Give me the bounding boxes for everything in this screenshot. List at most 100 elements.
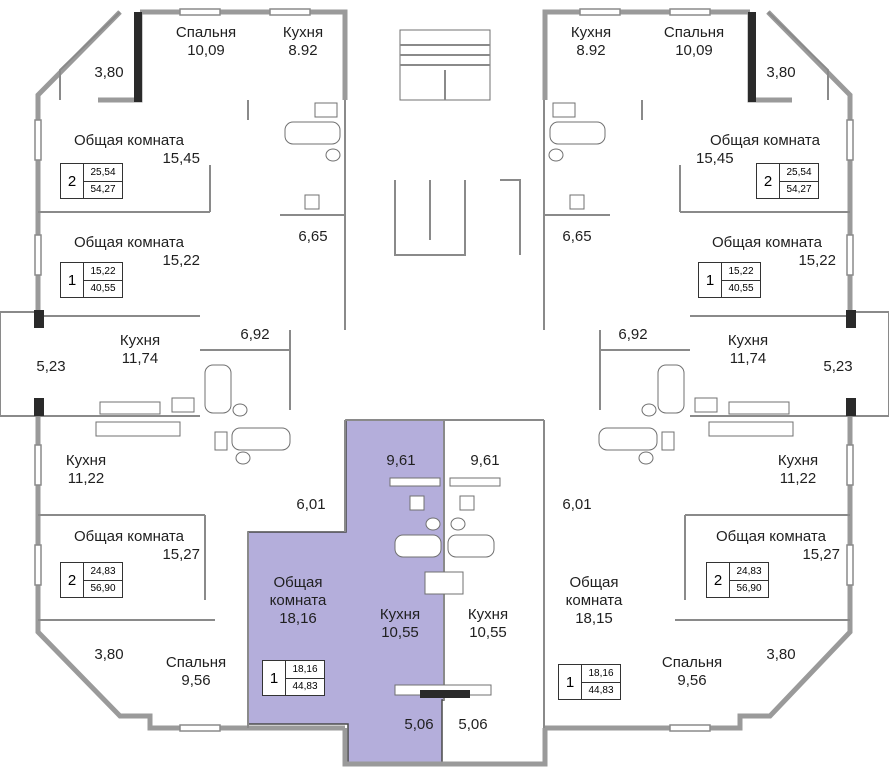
- balcony-br: 3,80: [766, 646, 796, 663]
- room-c-kukhnya-r: Кухня 10,55: [452, 606, 524, 642]
- badge-living: 25,54: [90, 166, 116, 178]
- room-l2-obshchaya: Общая комната 15,22: [54, 234, 204, 270]
- apartment-badge-r1[interactable]: 2 25,54 54,27: [756, 163, 819, 199]
- badge-total: 56,90: [730, 579, 768, 598]
- room-l4-kukhnya: Кухня 11,22: [50, 452, 122, 488]
- room-br-spalnya: Спальня 9,56: [646, 654, 738, 690]
- room-name: Спальня: [661, 654, 723, 671]
- room-area: 8.92: [288, 42, 318, 59]
- badge-rooms: 1: [61, 263, 84, 297]
- room-c-obshchaya-l: Общая комната 18,16: [256, 574, 340, 628]
- room-tr-spalnya: Спальня 10,09: [648, 24, 740, 60]
- room-name: комната: [269, 592, 327, 609]
- hall-c-l: 9,61: [386, 452, 416, 469]
- room-area: 10,09: [675, 42, 713, 59]
- room-tr-kukhnya: Кухня 8.92: [556, 24, 626, 60]
- room-c-obshchaya-r: Общая комната 18,15: [552, 574, 636, 628]
- room-area: 11,74: [121, 350, 159, 367]
- room-area: 15,27: [802, 546, 840, 563]
- room-r4-kukhnya: Кухня 11,22: [762, 452, 834, 488]
- room-area: 10,55: [469, 624, 507, 641]
- room-name: Спальня: [663, 24, 725, 41]
- badge-rooms: 1: [263, 661, 286, 695]
- room-name: Кухня: [570, 24, 612, 41]
- room-area: 10,09: [187, 42, 225, 59]
- apartment-badge-l2[interactable]: 1 15,22 40,55: [60, 262, 123, 298]
- room-name: Общая комната: [74, 234, 184, 251]
- room-name: Кухня: [727, 332, 769, 349]
- room-area: 10,55: [381, 624, 419, 641]
- balcony-tl: 3,80: [94, 64, 124, 81]
- badge-total: 44,83: [582, 681, 620, 700]
- room-name: комната: [565, 592, 623, 609]
- room-area: 15,22: [162, 252, 200, 269]
- badge-living: 24,83: [736, 565, 762, 577]
- balcony-tr: 3,80: [766, 64, 796, 81]
- badge-total: 40,55: [722, 279, 760, 298]
- hall-l-a: 6,65: [298, 228, 328, 245]
- room-area: 18,16: [279, 610, 317, 627]
- room-area: 11,74: [729, 350, 767, 367]
- wall-stubs: [34, 12, 856, 698]
- badge-rooms: 1: [699, 263, 722, 297]
- room-area: 9,56: [181, 672, 211, 689]
- room-bl-spalnya: Спальня 9,56: [150, 654, 242, 690]
- loggia-r: 5,23: [823, 358, 853, 375]
- badge-rooms: 2: [61, 164, 84, 198]
- room-name: Кухня: [467, 606, 509, 623]
- room-area: 11,22: [67, 470, 105, 487]
- room-name: Кухня: [282, 24, 324, 41]
- room-name: Кухня: [119, 332, 161, 349]
- badge-living: 25,54: [786, 166, 812, 178]
- hall-l-c: 6,01: [296, 496, 326, 513]
- hall-r-a: 6,65: [562, 228, 592, 245]
- room-tl-kukhnya: Кухня 8.92: [268, 24, 338, 60]
- hall-l-b: 6,92: [240, 326, 270, 343]
- room-r1-obshchaya: Общая комната 15,45: [690, 132, 840, 168]
- badge-living: 18,16: [588, 667, 614, 679]
- room-l3-kukhnya: Кухня 11,74: [100, 332, 180, 368]
- room-area: 15,45: [696, 150, 734, 167]
- room-name: Общая комната: [716, 528, 826, 545]
- room-name: Спальня: [165, 654, 227, 671]
- windows: [34, 8, 854, 732]
- room-name: Кухня: [379, 606, 421, 623]
- badge-living: 15,22: [90, 265, 116, 277]
- balcony-c-l: 5,06: [404, 716, 434, 733]
- room-name: Общая комната: [74, 528, 184, 545]
- room-r2-obshchaya: Общая комната 15,22: [692, 234, 842, 270]
- room-area: 9,56: [677, 672, 707, 689]
- room-name: Общая комната: [74, 132, 184, 149]
- room-name: Общая комната: [710, 132, 820, 149]
- stair-core: [394, 29, 521, 256]
- room-name: Общая комната: [712, 234, 822, 251]
- balcony-bl: 3,80: [94, 646, 124, 663]
- badge-living: 24,83: [90, 565, 116, 577]
- hall-r-c: 6,01: [562, 496, 592, 513]
- badge-total: 56,90: [84, 579, 122, 598]
- room-name: Кухня: [65, 452, 107, 469]
- bathroom-fixtures: [95, 102, 794, 696]
- room-name: Общая: [273, 574, 323, 591]
- apartment-badge-r2[interactable]: 1 15,22 40,55: [698, 262, 761, 298]
- badge-total: 44,83: [286, 677, 324, 696]
- badge-total: 54,27: [780, 180, 818, 199]
- room-area: 15,27: [162, 546, 200, 563]
- apartment-badge-l1[interactable]: 2 25,54 54,27: [60, 163, 123, 199]
- hall-c-r: 9,61: [470, 452, 500, 469]
- badge-living: 15,22: [728, 265, 754, 277]
- room-area: 15,45: [162, 150, 200, 167]
- balcony-c-r: 5,06: [458, 716, 488, 733]
- room-area: 8.92: [576, 42, 606, 59]
- room-r3-kukhnya: Кухня 11,74: [708, 332, 788, 368]
- room-c-kukhnya-l: Кухня 10,55: [364, 606, 436, 642]
- hall-r-b: 6,92: [618, 326, 648, 343]
- badge-total: 54,27: [84, 180, 122, 199]
- badge-rooms: 2: [757, 164, 780, 198]
- badge-total: 40,55: [84, 279, 122, 298]
- room-l1-obshchaya: Общая комната 15,45: [54, 132, 204, 168]
